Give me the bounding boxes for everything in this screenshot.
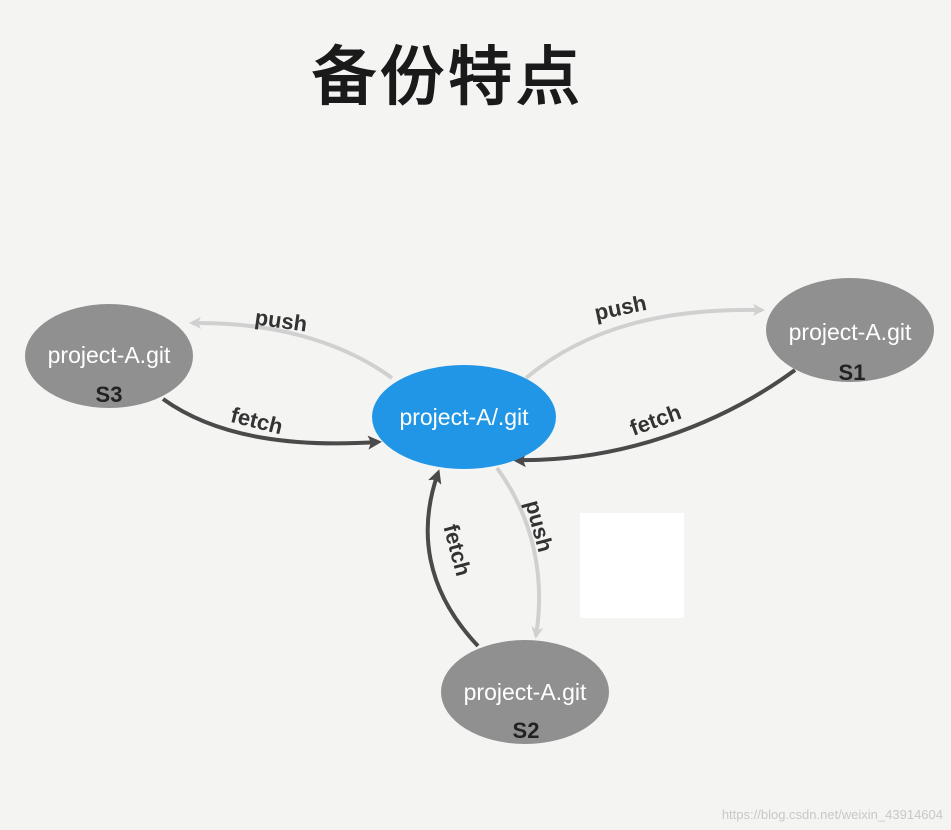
watermark-text: https://blog.csdn.net/weixin_43914604 <box>721 807 943 822</box>
central-repo-node <box>372 365 556 469</box>
server-s2-label: project-A.git <box>464 679 587 705</box>
server-s2-node <box>441 640 609 744</box>
push-edge-s2 <box>495 466 544 639</box>
blank-box <box>580 513 684 618</box>
fetch-edge-s2 <box>425 469 480 648</box>
push-edge-s1 <box>524 303 765 380</box>
fetch-label-s2: fetch <box>438 521 476 578</box>
server-s3-label: project-A.git <box>48 342 171 368</box>
push-label-s3: push <box>253 305 309 337</box>
server-s3-tag: S3 <box>96 382 123 407</box>
server-s3-node <box>25 304 193 408</box>
push-edge-s3 <box>189 316 394 380</box>
server-s1-label: project-A.git <box>789 319 912 345</box>
server-s2-tag: S2 <box>513 718 540 743</box>
fetch-edge-s3 <box>161 397 382 450</box>
server-s1-tag: S1 <box>839 360 866 385</box>
server-s1-node <box>766 278 934 382</box>
diagram-title: 备份特点 <box>312 41 584 115</box>
central-repo-label: project-A/.git <box>399 404 529 430</box>
fetch-edge-s1 <box>512 368 797 468</box>
